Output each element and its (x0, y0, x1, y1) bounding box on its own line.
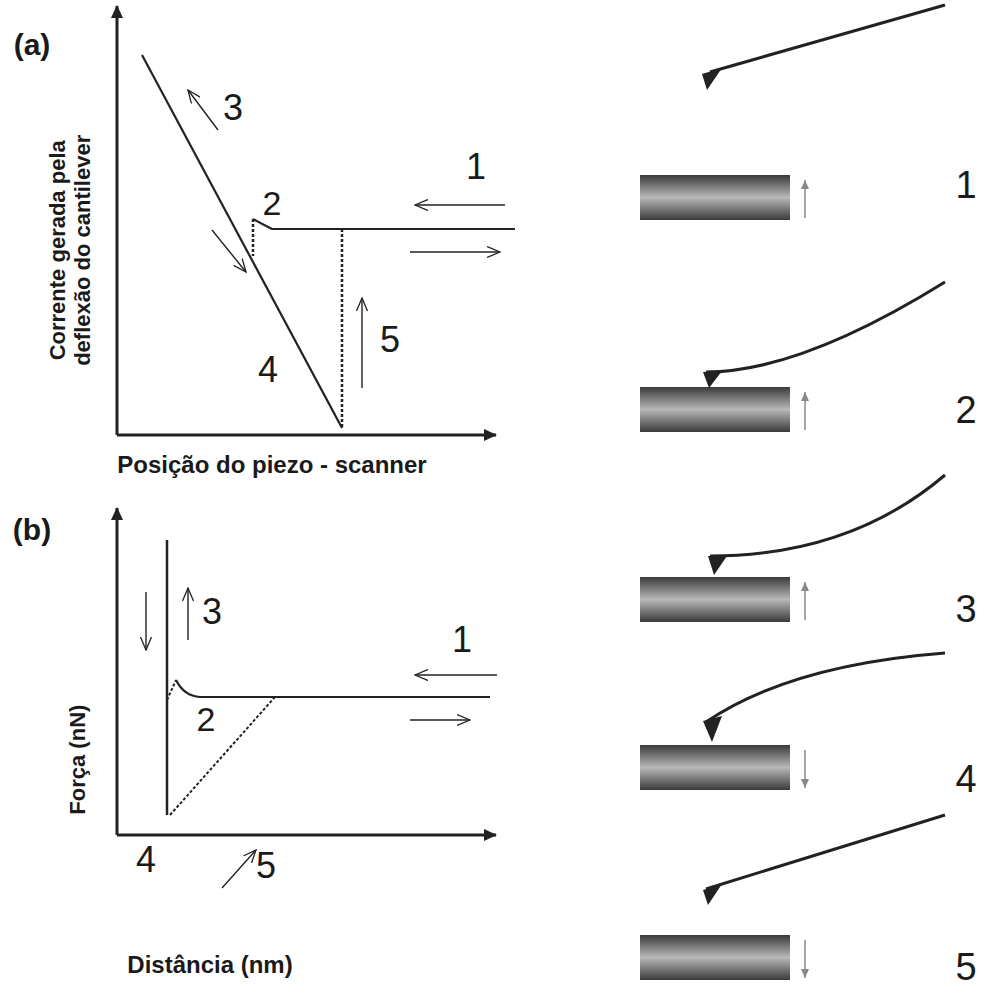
plot-a (117, 6, 515, 435)
callout-number: 3 (202, 591, 222, 632)
axis-title: Posição do piezo - scanner (117, 451, 426, 479)
callout-number: 5 (256, 845, 276, 886)
callout-number: 2 (197, 700, 216, 739)
step-number: 2 (955, 389, 976, 433)
panel-letter: (a) (14, 28, 51, 63)
callout-number: 4 (258, 349, 278, 390)
plot-b (117, 508, 497, 888)
step-number: 5 (955, 946, 976, 990)
axis-title: Distância (nm) (127, 951, 292, 979)
callout-number: 2 (263, 184, 282, 223)
step-number: 1 (955, 164, 976, 208)
callout-number: 4 (136, 839, 156, 880)
panel-letter: (b) (13, 513, 51, 548)
cantilever-sequence (640, 5, 945, 980)
step-number: 4 (955, 758, 976, 802)
callout-number: 3 (223, 87, 243, 128)
callout-number: 1 (466, 146, 486, 187)
axis-title: Força (nN) (65, 705, 90, 815)
callout-number: 5 (380, 319, 400, 360)
step-number: 3 (955, 588, 976, 632)
axis-title: Corrente gerada pela deflexão do cantile… (45, 100, 96, 400)
callout-number: 1 (452, 619, 472, 660)
